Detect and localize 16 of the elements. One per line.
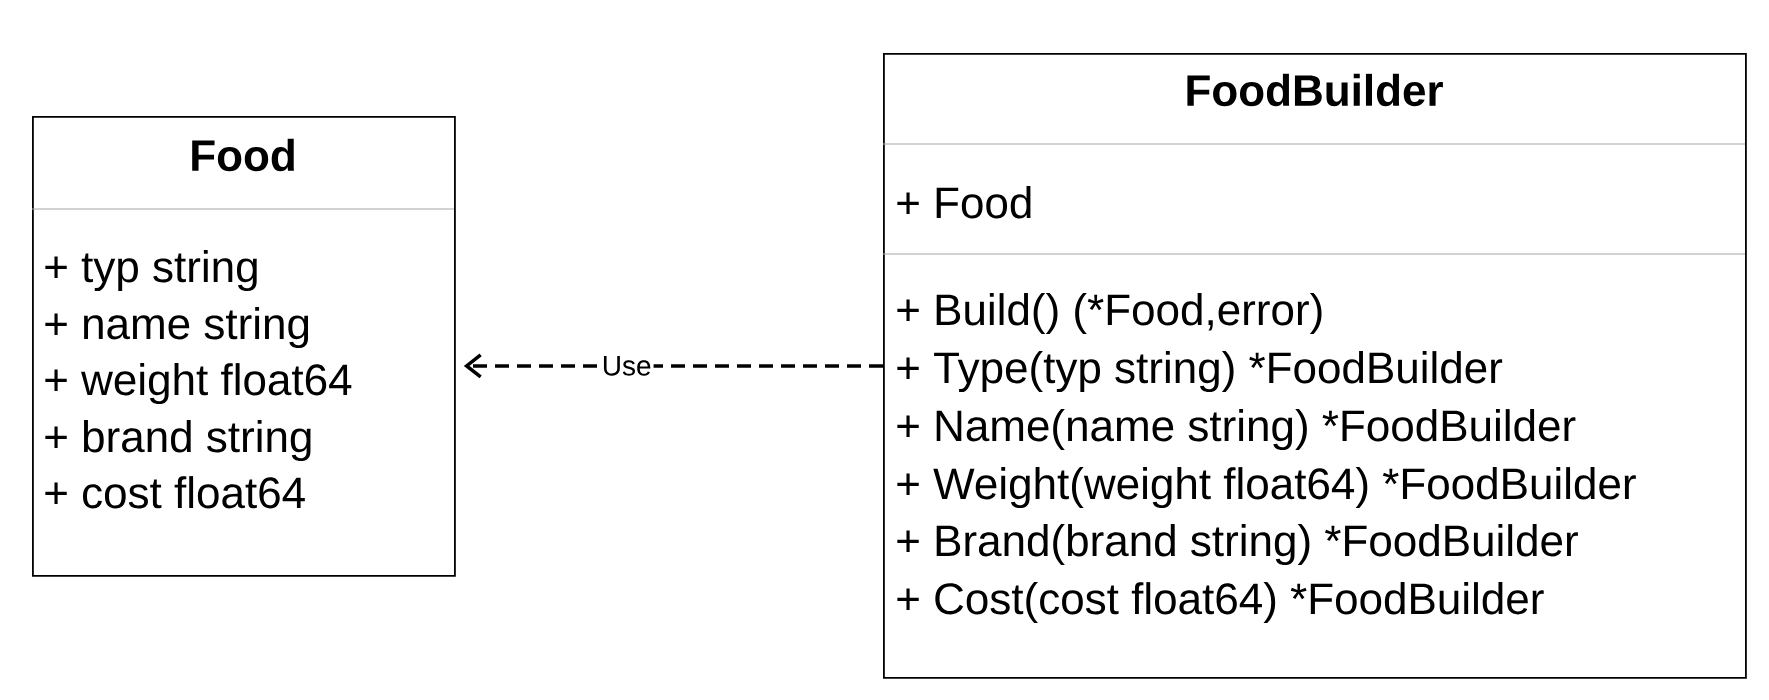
member-text: + Build() (*Food,error) [897, 293, 1322, 335]
member-text: + brand string [45, 420, 311, 462]
member-text: + weight float64 [45, 363, 352, 405]
member-text: + Brand(brand string) *FoodBuilder [897, 524, 1578, 566]
member-text: + Cost(cost float64) *FoodBuilder [897, 582, 1544, 624]
member-text: + cost float64 [45, 476, 305, 509]
dependency-arrow [463, 353, 883, 379]
class-name: FoodBuilder [1187, 73, 1443, 107]
member-text: + name string [45, 307, 309, 349]
member-text: + Name(name string) *FoodBuilder [897, 409, 1576, 451]
member-text: + Type(typ string) *FoodBuilder [897, 351, 1503, 393]
class-name: Food [192, 138, 294, 172]
edge-label: Use [599, 354, 654, 378]
member-text: + Weight(weight float64) *FoodBuilder [897, 467, 1636, 509]
member-text: + Food [897, 186, 1031, 219]
member-text: + typ string [45, 250, 257, 292]
